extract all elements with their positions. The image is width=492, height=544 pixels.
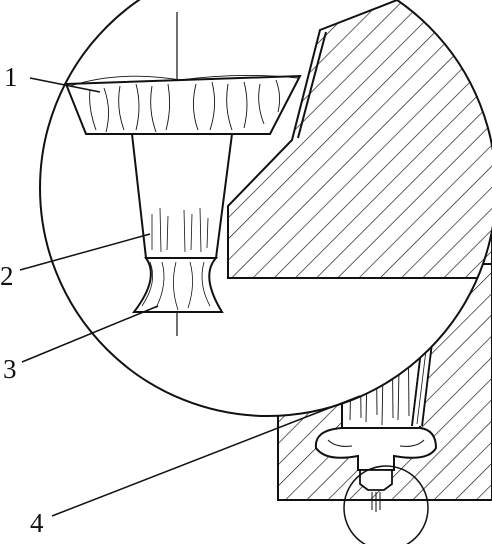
waisted-tip-texture — [141, 261, 211, 311]
gate-cavity — [314, 427, 438, 471]
label-1: 1 — [4, 62, 18, 92]
leader-3 — [21, 305, 159, 363]
label-4: 4 — [30, 508, 44, 538]
mould-steel-hatched — [227, 0, 492, 279]
leader-1 — [29, 77, 101, 93]
gate-detail-circle — [343, 465, 429, 544]
magnified-view — [39, 0, 492, 417]
leader-2 — [19, 233, 151, 271]
label-3: 3 — [3, 354, 17, 384]
sprue-neck — [130, 133, 234, 259]
label-2: 2 — [0, 261, 14, 291]
gate-jet — [371, 492, 381, 512]
sprue-texture — [151, 207, 209, 253]
gate-cavity-inner — [327, 439, 425, 447]
frozen-cup-texture — [69, 74, 299, 133]
leader-lines — [19, 77, 361, 517]
frozen-cup — [64, 74, 302, 135]
leader-4 — [51, 395, 361, 517]
gate-orifice — [359, 469, 393, 491]
waisted-tip — [131, 257, 224, 313]
